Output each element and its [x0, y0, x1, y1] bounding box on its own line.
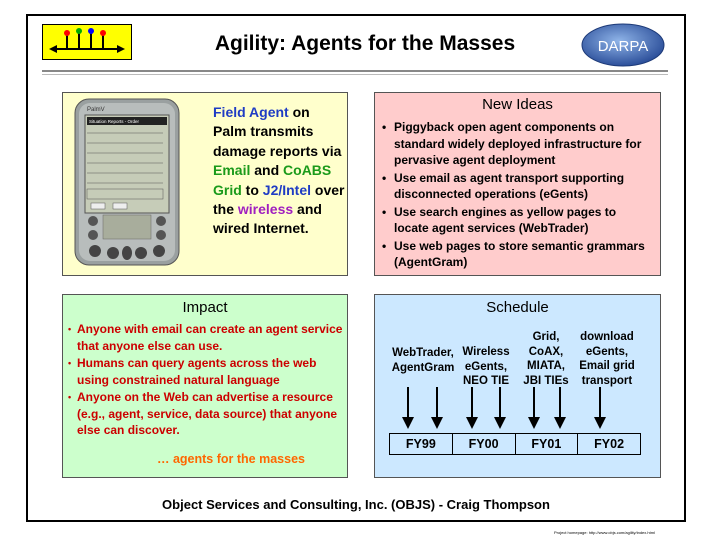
label-line: eGents,	[464, 360, 508, 373]
label-line: Grid,	[532, 331, 560, 343]
fiscal-year-row: FY99 FY00 FY01 FY02	[389, 433, 641, 455]
label-line: MIATA,	[527, 360, 565, 372]
down-arrow-icon	[494, 387, 506, 429]
schedule-column-label: WebTrader, AgentGram	[383, 346, 463, 375]
schedule-column-label: Grid, CoAX, MIATA, JBI TIEs	[515, 330, 577, 388]
footer-credit: Object Services and Consulting, Inc. (OB…	[162, 497, 550, 512]
label-line: CoAX,	[528, 345, 564, 358]
j2-intel-term: J2/Intel	[262, 181, 312, 198]
header-rule-thin	[42, 74, 668, 75]
field-agent-term: Field Agent	[213, 104, 289, 120]
field-agent-text: and	[250, 162, 284, 179]
impact-tagline: … agents for the masses	[157, 452, 305, 466]
email-term: Email	[213, 162, 251, 179]
schedule-column-label: download eGents, Email grid transport	[572, 330, 642, 388]
field-agent-text: to	[241, 181, 263, 198]
label-line: WebTrader,	[392, 347, 454, 359]
list-item: Anyone on the Web can advertise a resour…	[68, 389, 348, 439]
label-line: transport	[581, 374, 633, 387]
down-arrow-icon	[402, 387, 414, 429]
agility-logo	[42, 24, 132, 60]
down-arrow-icon	[594, 387, 606, 429]
new-ideas-panel: New Ideas Piggyback open agent component…	[374, 92, 661, 276]
fiscal-year-cell: FY01	[516, 434, 579, 454]
label-line: JBI TIEs	[523, 374, 569, 387]
down-arrow-icon	[466, 387, 478, 429]
fiscal-year-cell: FY00	[453, 434, 516, 454]
impact-list: Anyone with email can create an agent se…	[68, 321, 348, 440]
list-item: Piggyback open agent components on stand…	[382, 119, 654, 169]
header-rule	[42, 70, 668, 72]
new-ideas-title: New Ideas	[482, 96, 553, 113]
down-arrow-icon	[528, 387, 540, 429]
label-line: AgentGram	[391, 361, 455, 374]
down-arrow-icon	[554, 387, 566, 429]
list-item: Use email as agent transport supporting …	[382, 170, 654, 203]
schedule-title: Schedule	[486, 299, 549, 316]
footer-url[interactable]: Project homepage: http://www.objs.com/ag…	[554, 530, 655, 535]
impact-title: Impact	[182, 299, 228, 316]
label-line: Email grid	[579, 360, 635, 372]
coabs-grid-term: CoABS Grid	[213, 162, 332, 198]
field-agent-description: Field Agent on Palm transmits damage rep…	[213, 103, 345, 239]
label-line: eGents,	[585, 345, 629, 358]
list-item: Use search engines as yellow pages to lo…	[382, 204, 654, 237]
svg-text:Situation Reports - Order: Situation Reports - Order	[89, 119, 140, 124]
schedule-column-label: Wireless eGents, NEO TIE	[455, 345, 517, 389]
down-arrow-icon	[431, 387, 443, 429]
list-item: Anyone with email can create an agent se…	[68, 321, 348, 354]
wireless-term: wireless	[237, 201, 294, 218]
svg-text:DARPA: DARPA	[598, 38, 649, 55]
label-line: download	[580, 331, 634, 343]
fiscal-year-cell: FY99	[390, 434, 453, 454]
slide-title: Agility: Agents for the Masses	[214, 32, 516, 55]
label-line: Wireless	[462, 346, 510, 358]
list-item: Use web pages to store semantic grammars…	[382, 238, 654, 271]
field-agent-panel: PalmV Situation Reports - Order Field Ag…	[62, 92, 348, 276]
list-item: Humans can query agents across the web u…	[68, 355, 348, 388]
field-agent-text: on Palm transmits damage reports via	[213, 104, 342, 159]
new-ideas-list: Piggyback open agent components on stand…	[382, 119, 654, 272]
fiscal-year-cell: FY02	[594, 437, 625, 451]
field-agent-text: and wired Internet.	[213, 201, 322, 237]
schedule-panel: Schedule WebTrader, AgentGram Wireless e…	[374, 294, 661, 478]
darpa-logo: DARPA	[580, 22, 666, 68]
palm-device-image: PalmV Situation Reports - Order	[74, 98, 180, 266]
svg-text:PalmV: PalmV	[87, 107, 105, 113]
label-line: NEO TIE	[462, 375, 509, 387]
impact-panel: Impact Anyone with email can create an a…	[62, 294, 348, 478]
field-agent-text: over the	[213, 181, 345, 218]
